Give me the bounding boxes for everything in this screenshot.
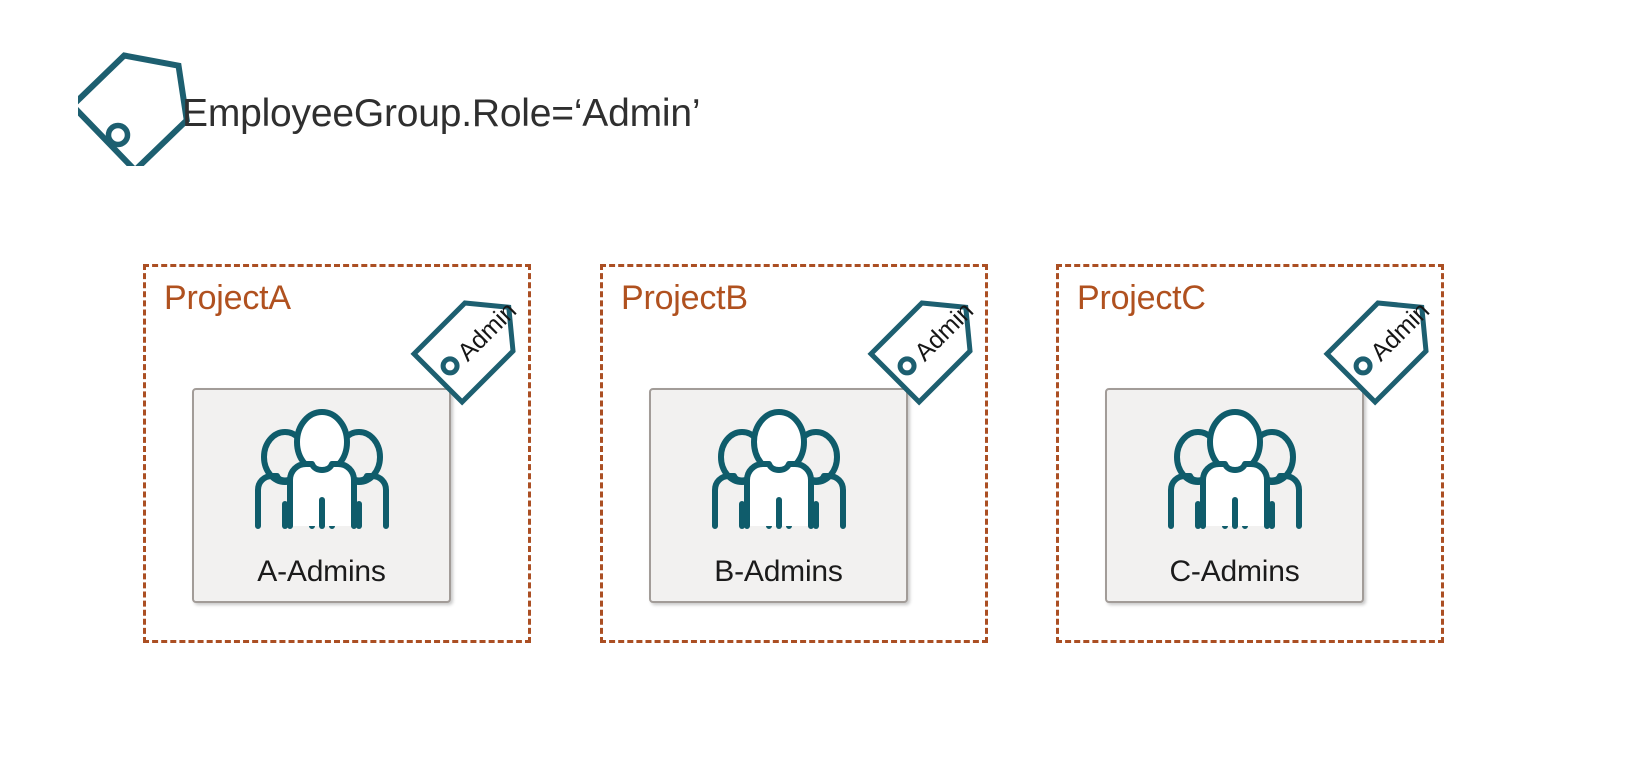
project-title: ProjectA <box>164 279 291 317</box>
group-box-a-admins[interactable]: A-Admins <box>192 388 451 603</box>
project-title: ProjectB <box>621 279 748 317</box>
group-label: B-Admins <box>714 555 843 588</box>
project-panel-b[interactable]: ProjectB B-Admins <box>600 264 988 643</box>
people-group-icon <box>706 404 852 536</box>
admin-tag[interactable]: Admin Admin <box>865 284 993 406</box>
header-label: EmployeeGroup.Role=‘Admin’ <box>182 92 701 135</box>
tag-icon <box>68 32 210 175</box>
people-group-icon <box>249 404 395 536</box>
group-box-b-admins[interactable]: B-Admins <box>649 388 908 603</box>
people-group-icon <box>1162 404 1308 536</box>
project-panel-c[interactable]: ProjectC C-Admins <box>1056 264 1444 643</box>
project-title: ProjectC <box>1077 279 1206 317</box>
header-legend: EmployeeGroup.Role=‘Admin’ <box>68 32 778 175</box>
group-label: C-Admins <box>1169 555 1300 588</box>
project-panel-a[interactable]: ProjectA <box>143 264 531 643</box>
group-label: A-Admins <box>257 555 386 588</box>
admin-tag[interactable]: Admin Admin <box>408 284 536 406</box>
admin-tag[interactable]: Admin Admin <box>1321 284 1449 406</box>
group-box-c-admins[interactable]: C-Admins <box>1105 388 1364 603</box>
